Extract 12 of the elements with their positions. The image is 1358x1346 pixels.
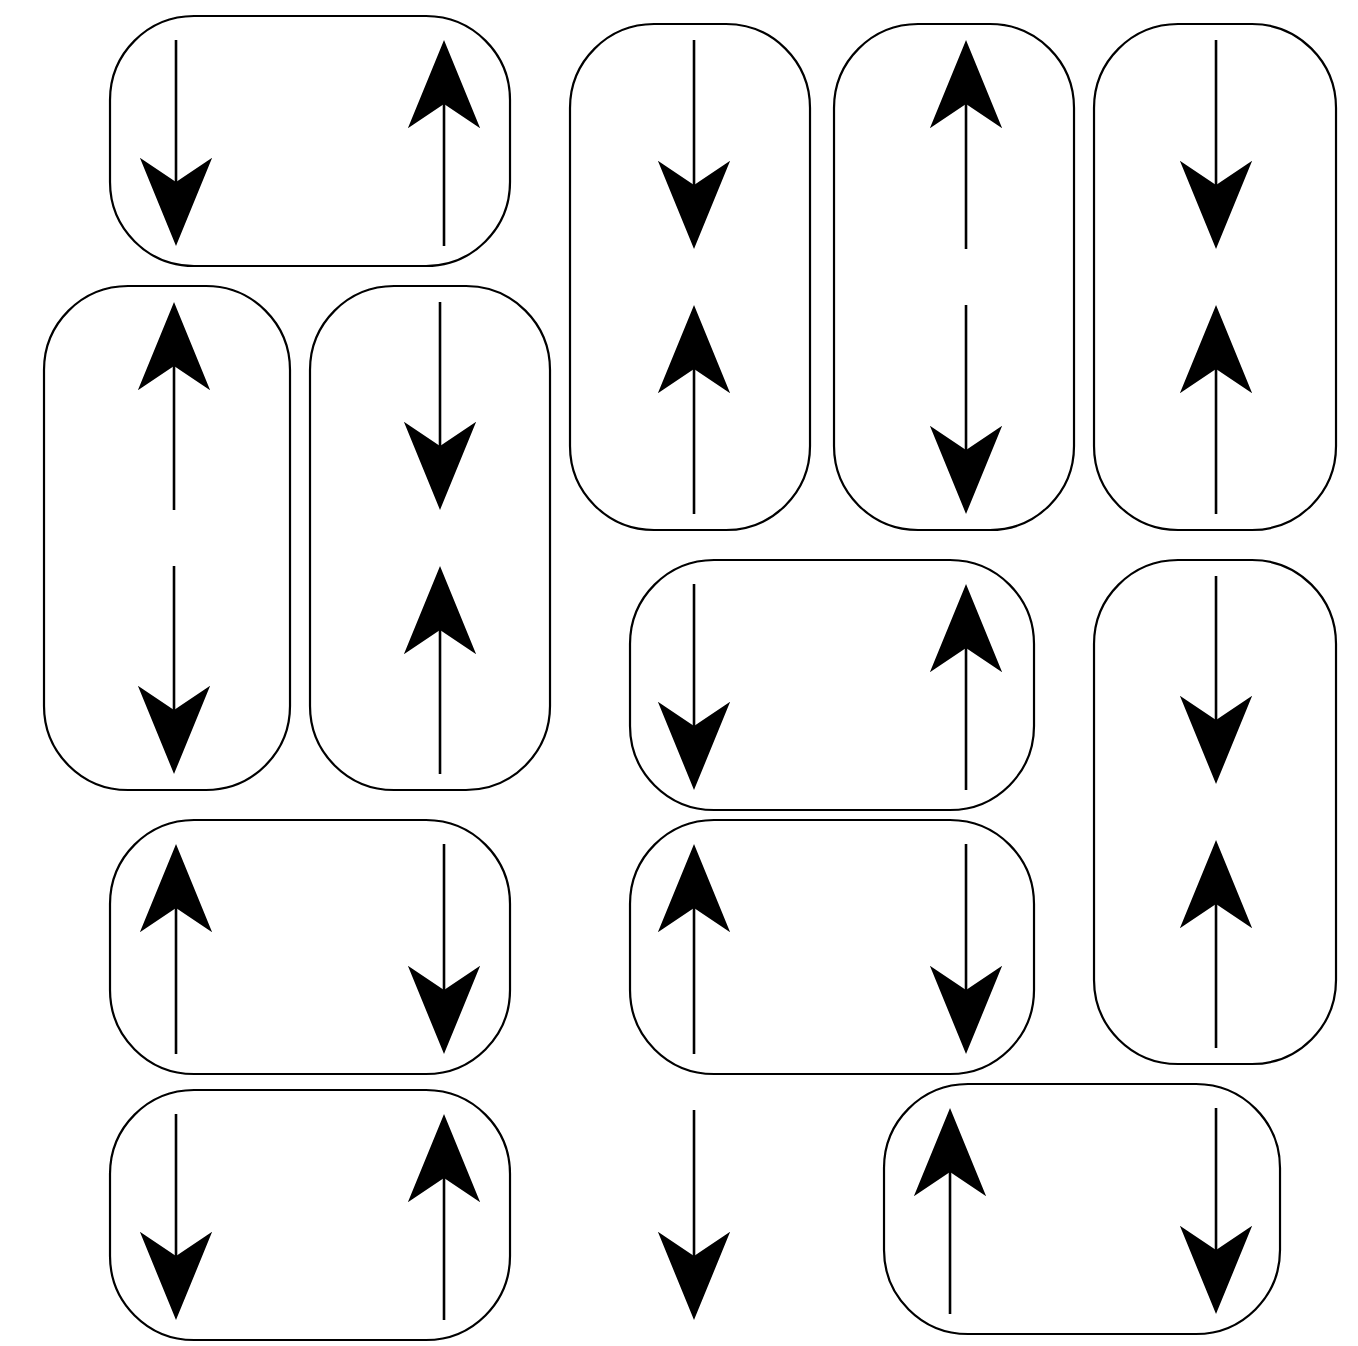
spin-pair-box [1092,558,1338,1066]
spin-pair-box [108,818,512,1076]
spin-pair-box [42,284,292,792]
spin-pair-box [108,14,512,268]
spin-pair-box [628,818,1036,1076]
spin-pair-box [568,22,812,532]
spin-pair-box [308,284,552,792]
spin-pair-box [832,22,1076,532]
spin-pair-box [882,1082,1282,1336]
spin-pair-box [1092,22,1338,532]
spin-pair-box [108,1088,512,1342]
spin-pair-box [628,558,1036,812]
